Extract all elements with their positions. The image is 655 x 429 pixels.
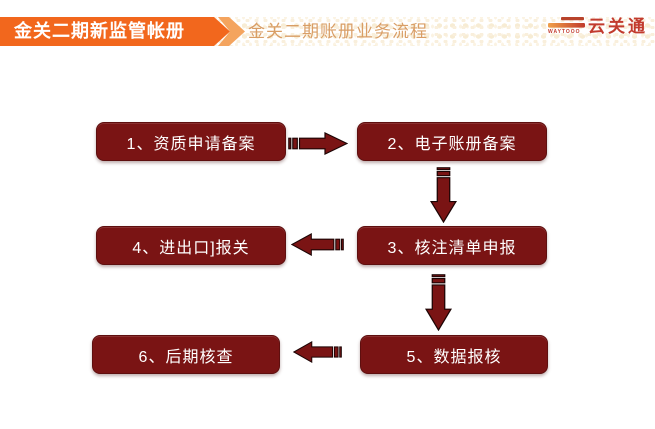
flow-arrow-left-icon — [291, 233, 344, 256]
logo-caption: WAYTOOO — [548, 29, 581, 35]
flow-arrow-left-icon — [293, 341, 342, 363]
flow-step-3-checklist-declaration: 3、核注清单申报 — [357, 226, 547, 265]
brand-logo: WAYTOOO 云关通 — [548, 16, 648, 38]
logo-brand-text: 云关通 — [588, 17, 648, 36]
flow-step-2-ebook-filing: 2、电子账册备案 — [357, 122, 547, 161]
flow-arrow-right-icon — [288, 132, 348, 155]
flow-step-5-data-verification: 5、数据报核 — [360, 335, 548, 374]
flow-step-6-later-inspection: 6、后期核查 — [92, 335, 280, 374]
page-title: 金关二期账册业务流程 — [248, 22, 428, 41]
flow-step-4-import-export-customs: 4、进出口]报关 — [96, 226, 286, 265]
header-banner: 金关二期新监管帐册 — [0, 17, 246, 46]
logo-stripes-icon — [548, 17, 585, 28]
flow-step-1-qualification-filing: 1、资质申请备案 — [96, 122, 286, 161]
banner-chevron-shape-icon — [0, 17, 245, 46]
flow-arrow-down-icon — [425, 274, 452, 331]
banner-title: 金关二期新监管帐册 — [14, 21, 185, 41]
flow-arrow-down-icon — [430, 167, 457, 223]
brand-logo-mark: WAYTOOO — [548, 16, 585, 35]
